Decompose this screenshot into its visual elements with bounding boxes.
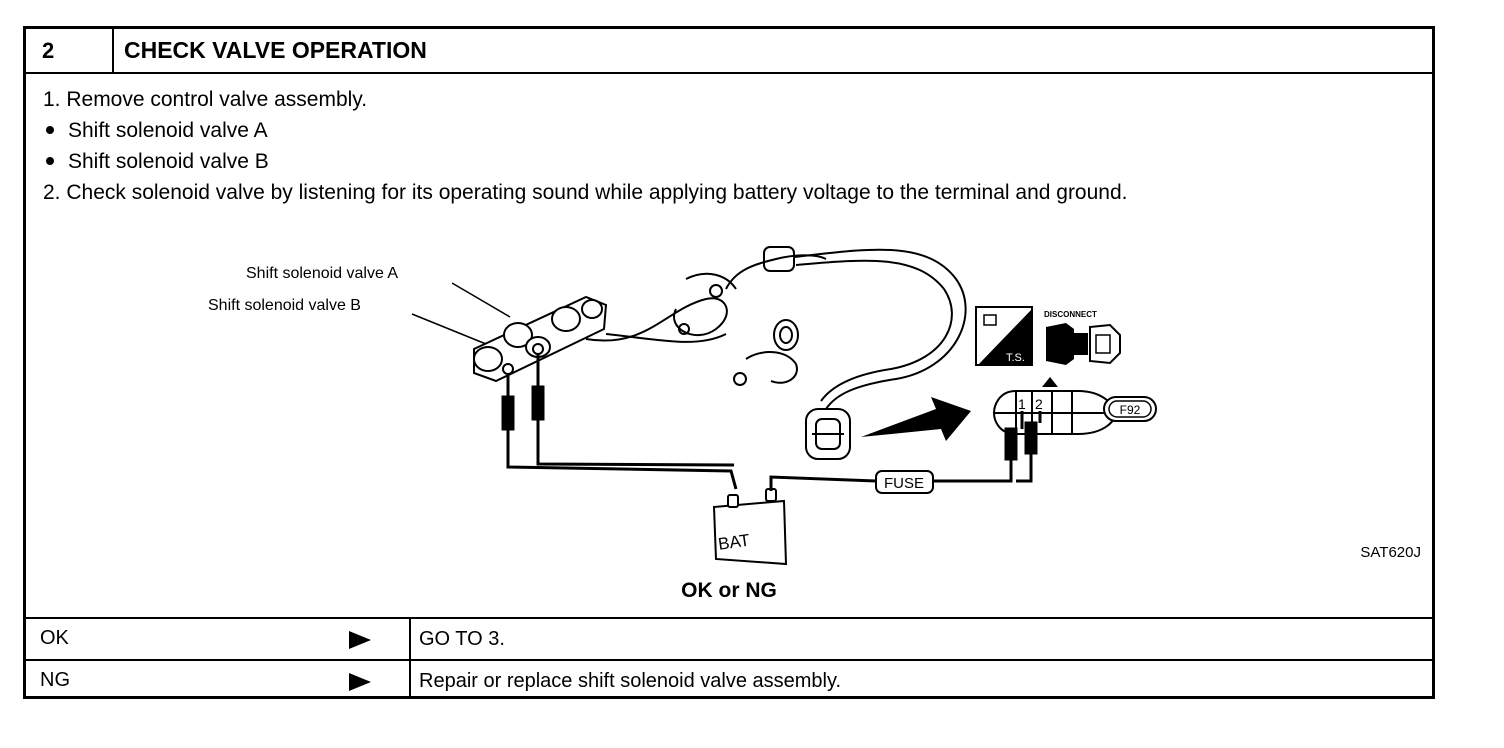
row-divider [409,661,411,699]
ts-label: T.S. [1006,352,1025,364]
result-label-ok: OK [40,627,69,649]
fuse-label: FUSE [884,475,924,492]
label-valve-b: Shift solenoid valve B [208,297,361,314]
instruction-1: 1. Remove control valve assembly. [43,88,368,111]
bullet-icon [46,125,54,134]
pointer-arrow-icon [1042,377,1058,387]
result-label-ng: NG [40,669,70,691]
battery-label: BAT [717,531,751,554]
test-diagram: Shift solenoid valve A Shift solenoid va… [208,246,1421,566]
step-title: CHECK VALVE OPERATION [124,37,427,63]
test-leads-right [1004,411,1042,461]
disconnect-icon [1046,323,1121,365]
trouble-shooting-icon: T.S. [975,306,1033,366]
wiring-harness [585,246,967,410]
terminal-1-label: 1 [1018,396,1026,412]
result-action-ok: GO TO 3. [419,628,505,650]
bullet-icon [46,156,54,165]
label-valve-a: Shift solenoid valve A [246,265,398,282]
fuse-wire [769,451,1033,491]
result-row-ok: OK GO TO 3. [26,617,1432,659]
instruction-list: 1. Remove control valve assembly. Shift … [43,84,1127,208]
fuse [875,470,934,494]
disconnect-label: DISCONNECT [1044,310,1097,319]
test-leads-left [501,354,738,490]
procedure-box: 2 CHECK VALVE OPERATION 1. Remove contro… [23,26,1435,699]
figure-code: SAT620J [1360,544,1421,561]
right-arrow-icon [349,673,371,691]
row-divider [409,619,411,659]
instruction-bullet-a: Shift solenoid valve A [43,115,1127,146]
harness-connector [805,408,851,460]
connector-id-label: F92 [1120,403,1141,417]
result-row-ng: NG Repair or replace shift solenoid valv… [26,659,1432,699]
result-question: OK or NG [681,579,777,602]
instruction-bullet-b: Shift solenoid valve B [43,146,1127,177]
step-number: 2 [26,29,114,72]
result-action-ng: Repair or replace shift solenoid valve a… [419,670,842,692]
step-header: 2 CHECK VALVE OPERATION [26,29,1432,74]
battery [712,488,788,566]
instruction-2: 2. Check solenoid valve by listening for… [43,181,1128,204]
right-arrow-icon [349,631,371,649]
direction-arrow [861,397,971,441]
terminal-2-label: 2 [1035,396,1043,412]
